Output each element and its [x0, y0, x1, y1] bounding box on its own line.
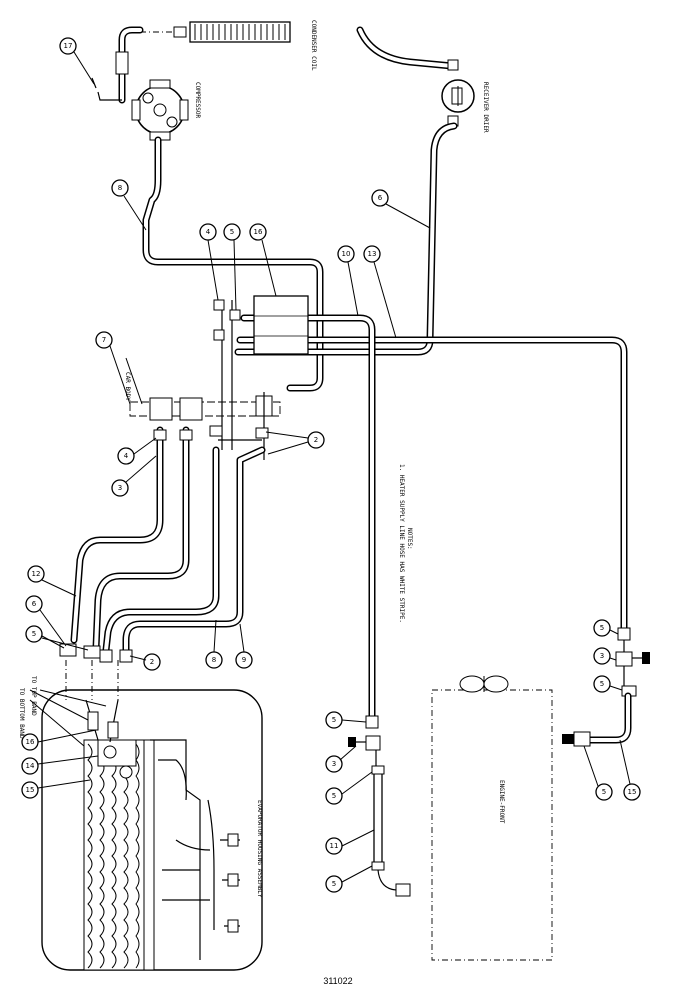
svg-text:11: 11 — [330, 842, 339, 850]
svg-text:9: 9 — [242, 656, 246, 664]
svg-text:4: 4 — [124, 452, 129, 460]
svg-text:15: 15 — [26, 786, 35, 794]
callout-5-heater-mid: 5 — [325, 787, 343, 805]
note-1: 1. HEATER SUPPLY LINE HOSE HAS WHITE STR… — [398, 464, 405, 623]
svg-text:6: 6 — [378, 194, 383, 202]
condenser-coil — [140, 21, 291, 43]
evaporator-housing-label: EVAPORATOR HOUSING ASSEMBLY — [256, 800, 263, 898]
svg-text:5: 5 — [230, 228, 234, 236]
svg-text:3: 3 — [332, 760, 336, 768]
callout-5-right-bottom: 5 — [595, 783, 613, 801]
svg-text:5: 5 — [602, 788, 606, 796]
compressor-label: COMPRESSOR — [194, 82, 201, 119]
svg-text:6: 6 — [32, 600, 37, 608]
svg-text:4: 4 — [206, 228, 211, 236]
callout-15-left: 15 — [21, 781, 39, 799]
callout-9: 9 — [235, 651, 253, 669]
evaporator-housing — [41, 689, 263, 971]
callout-3-heater: 3 — [325, 755, 343, 773]
svg-text:5: 5 — [600, 624, 604, 632]
svg-text:2: 2 — [314, 436, 318, 444]
callout-4-top: 4 — [199, 223, 217, 241]
to-top-band-label: TO TOP BAND — [30, 676, 37, 716]
callout-3-mid: 3 — [111, 479, 129, 497]
callout-2-bottom: 2 — [143, 653, 161, 671]
svg-text:8: 8 — [118, 184, 122, 192]
svg-text:16: 16 — [26, 738, 35, 746]
callout-3-right: 3 — [593, 647, 611, 665]
svg-text:10: 10 — [342, 250, 351, 258]
callout-6-left: 6 — [25, 595, 43, 613]
condenser-coil-label: CONDENSER COIL — [310, 20, 317, 71]
svg-text:3: 3 — [118, 484, 122, 492]
callout-17: 17 — [59, 37, 77, 55]
svg-text:14: 14 — [26, 762, 35, 770]
callout-4-mid: 4 — [117, 447, 135, 465]
svg-text:16: 16 — [254, 228, 263, 236]
callout-12: 12 — [27, 565, 45, 583]
callout-16-left: 16 — [21, 733, 39, 751]
svg-text:5: 5 — [32, 630, 36, 638]
callout-15-right: 15 — [623, 783, 641, 801]
callout-7: 7 — [95, 331, 113, 349]
callout-2-mid: 2 — [307, 431, 325, 449]
callout-5-heater-top: 5 — [325, 711, 343, 729]
svg-text:13: 13 — [368, 250, 377, 258]
car-body-bulkhead — [129, 395, 281, 421]
svg-text:12: 12 — [32, 570, 41, 578]
callout-8-bottom: 8 — [205, 651, 223, 669]
callout-8-top: 8 — [111, 179, 129, 197]
car-body-label: CAR BODY — [124, 372, 131, 401]
heater-line-left — [348, 715, 411, 897]
svg-text:17: 17 — [64, 42, 73, 50]
svg-text:5: 5 — [600, 680, 604, 688]
engine-outline — [431, 675, 553, 961]
svg-text:2: 2 — [150, 658, 154, 666]
compressor — [131, 79, 189, 141]
svg-text:5: 5 — [332, 792, 336, 800]
notes-title: NOTES: — [406, 528, 413, 550]
svg-text:5: 5 — [332, 880, 336, 888]
to-bottom-band-label: TO BOTTOM BAND — [18, 688, 25, 739]
bracket-16 — [253, 295, 309, 355]
callout-14: 14 — [21, 757, 39, 775]
callout-13-top: 13 — [363, 245, 381, 263]
svg-text:3: 3 — [600, 652, 604, 660]
engine-front-label: ENGINE-FRONT — [498, 780, 505, 824]
callout-5-left: 5 — [25, 625, 43, 643]
figure-number: 311022 — [323, 976, 352, 986]
svg-text:5: 5 — [332, 716, 336, 724]
heater-line-right — [562, 627, 650, 747]
svg-text:15: 15 — [628, 788, 637, 796]
callout-5-heater-bottom: 5 — [325, 875, 343, 893]
receiver-drier-label: RECEIVER DRIER — [482, 82, 489, 133]
callout-10: 10 — [337, 245, 355, 263]
svg-text:8: 8 — [212, 656, 216, 664]
callout-11: 11 — [325, 837, 343, 855]
callout-5-top: 5 — [223, 223, 241, 241]
receiver-drier — [441, 79, 475, 113]
callout-5-right-mid: 5 — [593, 675, 611, 693]
svg-text:7: 7 — [102, 336, 106, 344]
callout-5-right-top: 5 — [593, 619, 611, 637]
callout-6-top: 6 — [371, 189, 389, 207]
callout-16: 16 — [249, 223, 267, 241]
